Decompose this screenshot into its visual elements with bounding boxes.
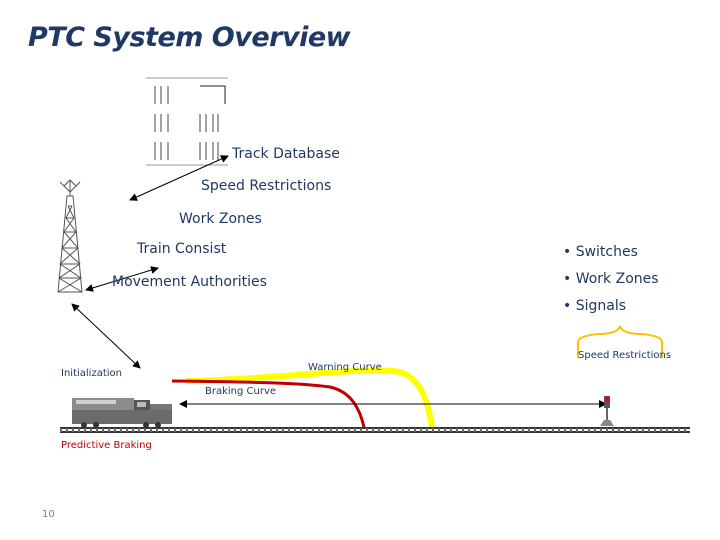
movement-authority-link-arrow [85, 266, 159, 292]
braking-curve-label: Braking Curve [205, 386, 277, 397]
speed-restrictions-small-label: Speed Restrictions [578, 350, 672, 361]
radio-tower-icon [57, 179, 83, 293]
warning-curve-line [185, 367, 435, 428]
page-number: 10 [42, 509, 55, 520]
warning-curve-label: Warning Curve [308, 362, 382, 373]
locomotive-icon [72, 398, 172, 428]
movement-authorities-label: Movement Authorities [112, 274, 267, 290]
track-database-icon [146, 77, 228, 166]
track-database-label: Track Database [232, 146, 340, 162]
track-database-link-arrow [129, 155, 229, 201]
initialization-label: Initialization [61, 368, 122, 379]
bullet-switches: • Switches [563, 244, 638, 260]
bullet-signals: • Signals [563, 298, 627, 314]
work-zones-label: Work Zones [179, 211, 262, 227]
predictive-braking-label: Predictive Braking [61, 440, 152, 451]
initialization-link-arrow [71, 303, 141, 369]
slide-title: PTC System Overview [28, 22, 351, 53]
bracket-shape [577, 325, 663, 358]
bullet-work-zones: • Work Zones [563, 271, 659, 287]
signal-icon [600, 396, 614, 426]
speed-restrictions-label: Speed Restrictions [201, 178, 332, 194]
train-consist-label: Train Consist [137, 241, 227, 257]
railroad-track [60, 427, 690, 433]
